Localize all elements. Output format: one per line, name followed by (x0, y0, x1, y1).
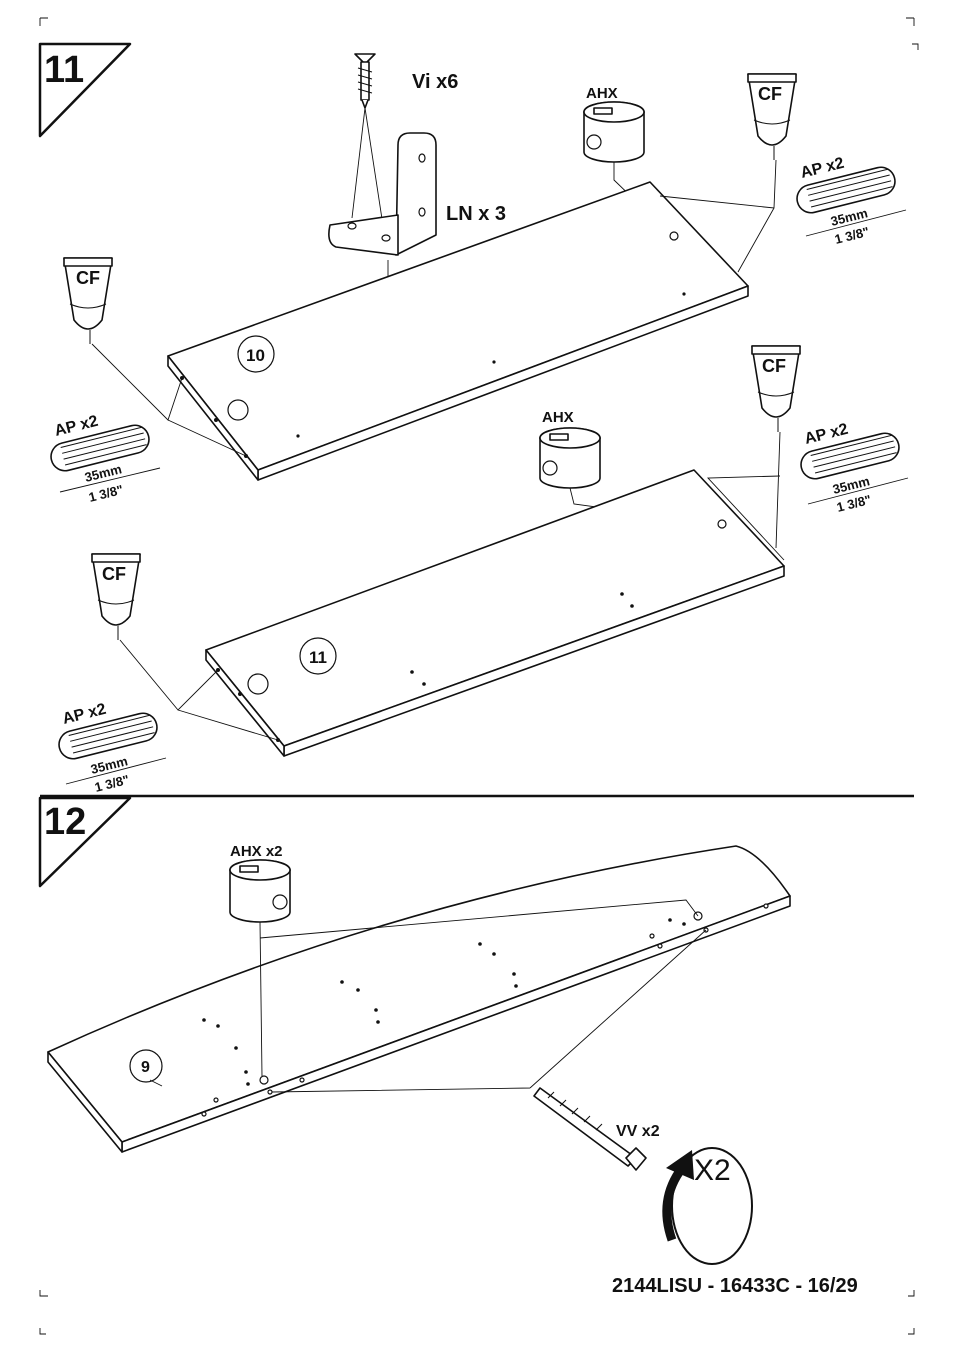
cam-lock-icon (583, 101, 645, 163)
rotate-label: X2 (694, 1154, 731, 1187)
step-11-badge: 11 (38, 42, 132, 138)
panel-9: 9 (47, 845, 791, 1153)
dowel-icon (50, 424, 150, 472)
panel-9-label: 9 (141, 1059, 150, 1076)
glue-tube-icon (751, 345, 801, 432)
cam-label-top: AHX (586, 85, 618, 102)
bolt-icon (533, 1087, 647, 1171)
glue-tube-icon (63, 257, 113, 344)
step-11-number: 11 (44, 49, 84, 91)
crop-marks (39, 17, 919, 1335)
bolt-label: VV x2 (616, 1123, 660, 1140)
panel-11-label: 11 (309, 648, 327, 667)
dowel-in-1: 1 3/8" (87, 482, 125, 505)
glue-tube-icon (91, 553, 141, 640)
glue-label-2: CF (758, 84, 782, 104)
cam-label-x2: AHX x2 (230, 843, 283, 860)
glue-label-4: CF (102, 564, 126, 584)
glue-tube-icon (747, 73, 797, 160)
panel-11: 11 (205, 469, 785, 757)
dowel-icon (800, 432, 900, 480)
panel-10: 10 (167, 181, 749, 481)
cam-lock-icon (229, 859, 291, 923)
panel-11-badge (299, 637, 337, 675)
step-12-number: 12 (44, 801, 86, 843)
panel-10-label: 10 (246, 346, 265, 365)
panel-10-badge (237, 335, 275, 373)
footer-code: 2144LISU - 16433C - 16/29 (612, 1275, 858, 1297)
glue-label-1: CF (76, 268, 100, 288)
screw-icon (354, 53, 376, 109)
step-12-badge: 12 (38, 796, 132, 888)
cam-lock-icon (539, 427, 601, 489)
screw-label: Vi x6 (412, 71, 458, 93)
rotate-arrow-icon (662, 1147, 753, 1265)
glue-label-3: CF (762, 356, 786, 376)
screw-leader-lines (351, 107, 385, 233)
dowel-icon (796, 166, 896, 214)
panel-9-badge (129, 1049, 163, 1083)
bracket-icon (328, 132, 437, 256)
bracket-label: LN x 3 (446, 203, 506, 225)
cam-label-mid: AHX (542, 409, 574, 426)
dowel-icon (58, 712, 158, 760)
